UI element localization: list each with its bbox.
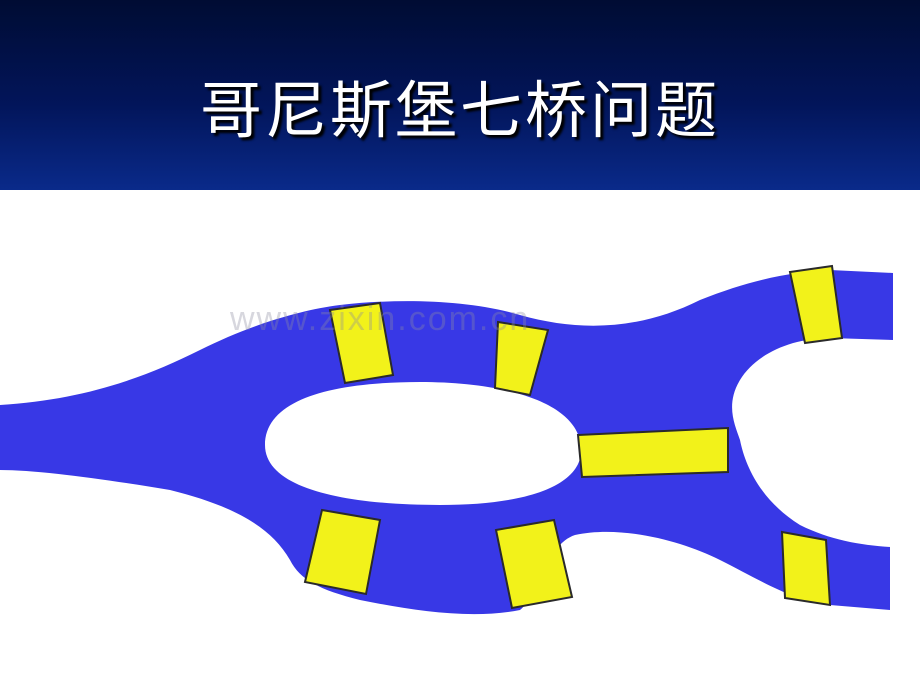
bridge-2 <box>493 320 550 397</box>
bridge-5 <box>303 508 382 596</box>
bridge-3 <box>788 264 844 345</box>
watermark: www.zixin.com.cn <box>230 300 531 338</box>
konigsberg-river-diagram <box>0 264 893 615</box>
bridge-1 <box>328 301 395 385</box>
bridge-4 <box>576 426 729 479</box>
bridge-7 <box>780 530 832 607</box>
bridges <box>303 264 844 610</box>
title-banner: 哥尼斯堡七桥问题 <box>0 0 920 190</box>
slide-title: 哥尼斯堡七桥问题 <box>199 74 720 147</box>
bridge-6 <box>494 518 574 610</box>
river <box>0 270 893 615</box>
river-water <box>0 270 893 615</box>
